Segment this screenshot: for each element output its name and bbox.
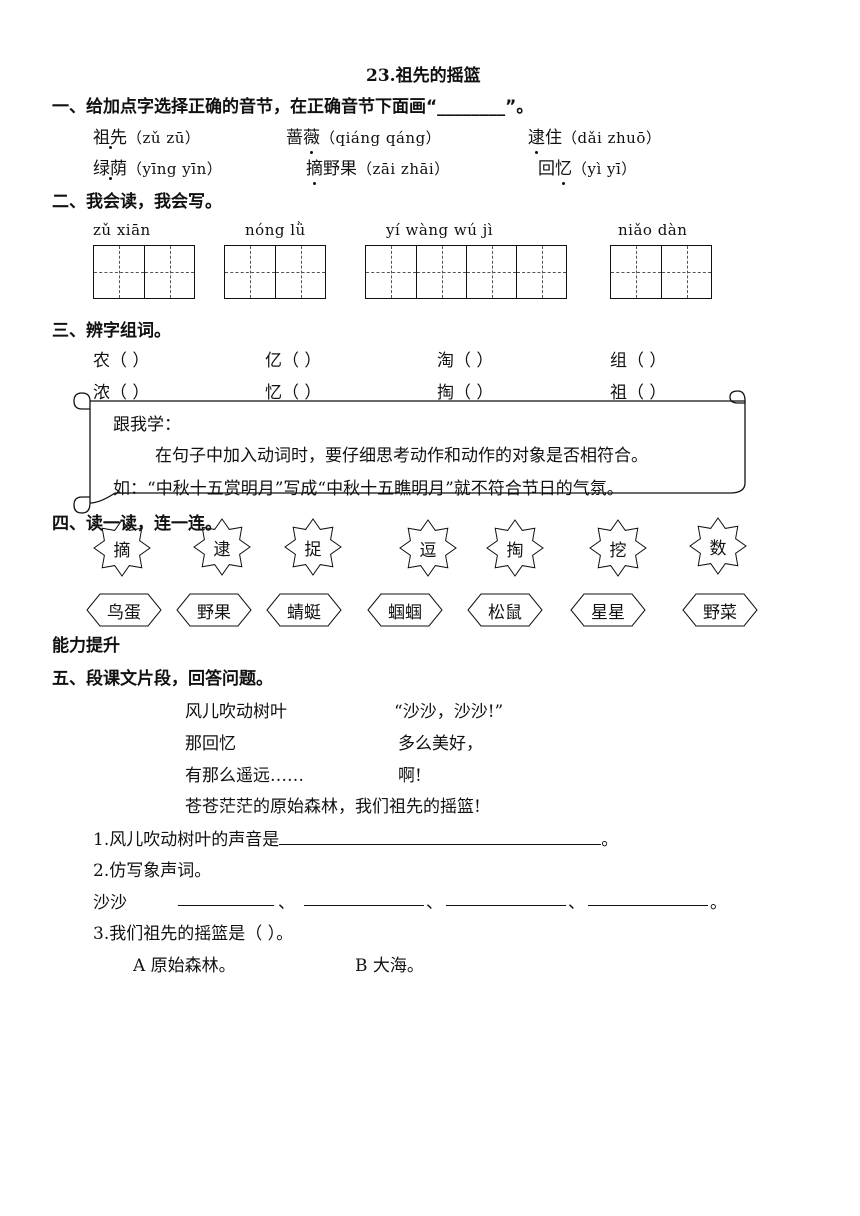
verb-star-1[interactable]: 摘 <box>92 518 152 578</box>
word-pair-2a: 亿（ ） <box>265 351 322 371</box>
noun-label: 星星 <box>591 602 625 623</box>
section-5-heading: 五、段课文片段，回答问题。 <box>52 669 273 689</box>
noun-label: 松鼠 <box>488 602 522 623</box>
tip-line-1: 在句子中加入动词时，要仔细思考动作和动作的对象是否相符合。 <box>155 446 648 466</box>
answer-line-1[interactable] <box>279 830 602 845</box>
word-pair-2b: 忆（ ） <box>265 383 322 403</box>
s1-item-1: 祖先（zǔ zū） <box>93 128 201 149</box>
question-2: 2.仿写象声词。 <box>93 861 212 881</box>
option-a[interactable]: A 原始森林。 <box>133 956 236 976</box>
answer-line-2b[interactable] <box>304 891 424 906</box>
noun-label: 野菜 <box>703 602 737 623</box>
noun-label: 蜻蜓 <box>287 602 321 623</box>
verb-star-2[interactable]: 逮 <box>192 517 252 577</box>
verb-label: 摘 <box>113 540 131 561</box>
noun-label: 蝈蝈 <box>388 602 422 623</box>
verb-label: 数 <box>709 538 727 559</box>
question-2-lead: 沙沙 <box>93 893 127 913</box>
poem-left-1: 风儿吹动树叶 <box>185 702 287 722</box>
section-2-heading: 二、我会读，我会写。 <box>52 192 222 212</box>
tip-label: 跟我学： <box>113 415 181 435</box>
pinyin-2: nóng lǜ <box>245 221 306 239</box>
noun-hexagon-7[interactable]: 野菜 <box>682 593 758 627</box>
word-pair-3a: 淘（ ） <box>437 351 494 371</box>
verb-label: 逗 <box>419 540 437 561</box>
pinyin-1: zǔ xiān <box>93 221 151 239</box>
word-pair-1a: 农（ ） <box>93 351 150 371</box>
verb-label: 捉 <box>304 539 322 560</box>
noun-hexagon-5[interactable]: 松鼠 <box>467 593 543 627</box>
poem-right-1: “沙沙，沙沙!” <box>394 702 504 722</box>
writing-grid-4[interactable] <box>610 245 712 299</box>
writing-grid-2[interactable] <box>224 245 326 299</box>
answer-line-2c[interactable] <box>446 891 566 906</box>
s1-item-5: 摘野果（zāi zhāi） <box>306 154 450 185</box>
verb-label: 掏 <box>506 540 524 561</box>
tip-line-2: 如：“中秋十五赏明月”写成“中秋十五瞧明月”就不符合节日的气氛。 <box>113 479 624 499</box>
noun-label: 鸟蛋 <box>107 602 141 623</box>
writing-grid-3[interactable] <box>365 245 567 299</box>
poem-left-2: 那回忆 <box>185 734 236 754</box>
poem-right-3: 啊! <box>398 766 422 786</box>
word-pair-4a: 组（ ） <box>610 351 667 371</box>
noun-hexagon-6[interactable]: 星星 <box>570 593 646 627</box>
noun-hexagon-4[interactable]: 蝈蝈 <box>367 593 443 627</box>
ability-heading: 能力提升 <box>52 636 120 656</box>
noun-label: 野果 <box>197 602 231 623</box>
s1-item-4: 绿荫（yīng yīn） <box>93 159 223 180</box>
section-4-heading: 四、读一读，连一连。 <box>52 514 222 534</box>
verb-star-3[interactable]: 捉 <box>283 517 343 577</box>
section-1-heading: 一、给加点字选择正确的音节，在正确音节下面画“________”。 <box>52 97 534 117</box>
poem-right-2: 多么美好， <box>398 734 483 754</box>
question-1: 1.风儿吹动树叶的声音是。 <box>93 830 619 850</box>
writing-grid-1[interactable] <box>93 245 195 299</box>
scroll-frame <box>73 390 746 514</box>
verb-label: 挖 <box>609 540 627 561</box>
word-pair-3b: 掏（ ） <box>437 383 494 403</box>
verb-star-7[interactable]: 数 <box>688 516 748 576</box>
answer-line-2d[interactable] <box>588 891 708 906</box>
s1-item-3: 逮住（dǎi zhuō） <box>528 123 661 154</box>
page-title: 23.祖先的摇篮 <box>366 66 481 86</box>
answer-line-2a[interactable] <box>178 891 274 906</box>
word-pair-4b: 祖（ ） <box>610 383 667 403</box>
question-3: 3.我们祖先的摇篮是（ ）。 <box>93 924 294 944</box>
noun-hexagon-1[interactable]: 鸟蛋 <box>86 593 162 627</box>
verb-star-4[interactable]: 逗 <box>398 518 458 578</box>
pinyin-4: niǎo dàn <box>618 221 688 239</box>
noun-hexagon-3[interactable]: 蜻蜓 <box>266 593 342 627</box>
verb-label: 逮 <box>213 539 231 560</box>
poem-left-3: 有那么遥远…… <box>185 766 304 786</box>
poem-last: 苍苍茫茫的原始森林，我们祖先的摇篮! <box>185 797 481 817</box>
verb-star-5[interactable]: 掏 <box>485 518 545 578</box>
section-3-heading: 三、辨字组词。 <box>52 321 171 341</box>
word-pair-1b: 浓（ ） <box>93 383 150 403</box>
s1-item-2: 蔷薇（qiáng qáng） <box>286 123 441 154</box>
option-b[interactable]: B 大海。 <box>355 956 424 976</box>
pinyin-3: yí wàng wú jì <box>386 221 494 239</box>
s1-item-6: 回忆（yì yī） <box>538 154 637 185</box>
noun-hexagon-2[interactable]: 野果 <box>176 593 252 627</box>
verb-star-6[interactable]: 挖 <box>588 518 648 578</box>
